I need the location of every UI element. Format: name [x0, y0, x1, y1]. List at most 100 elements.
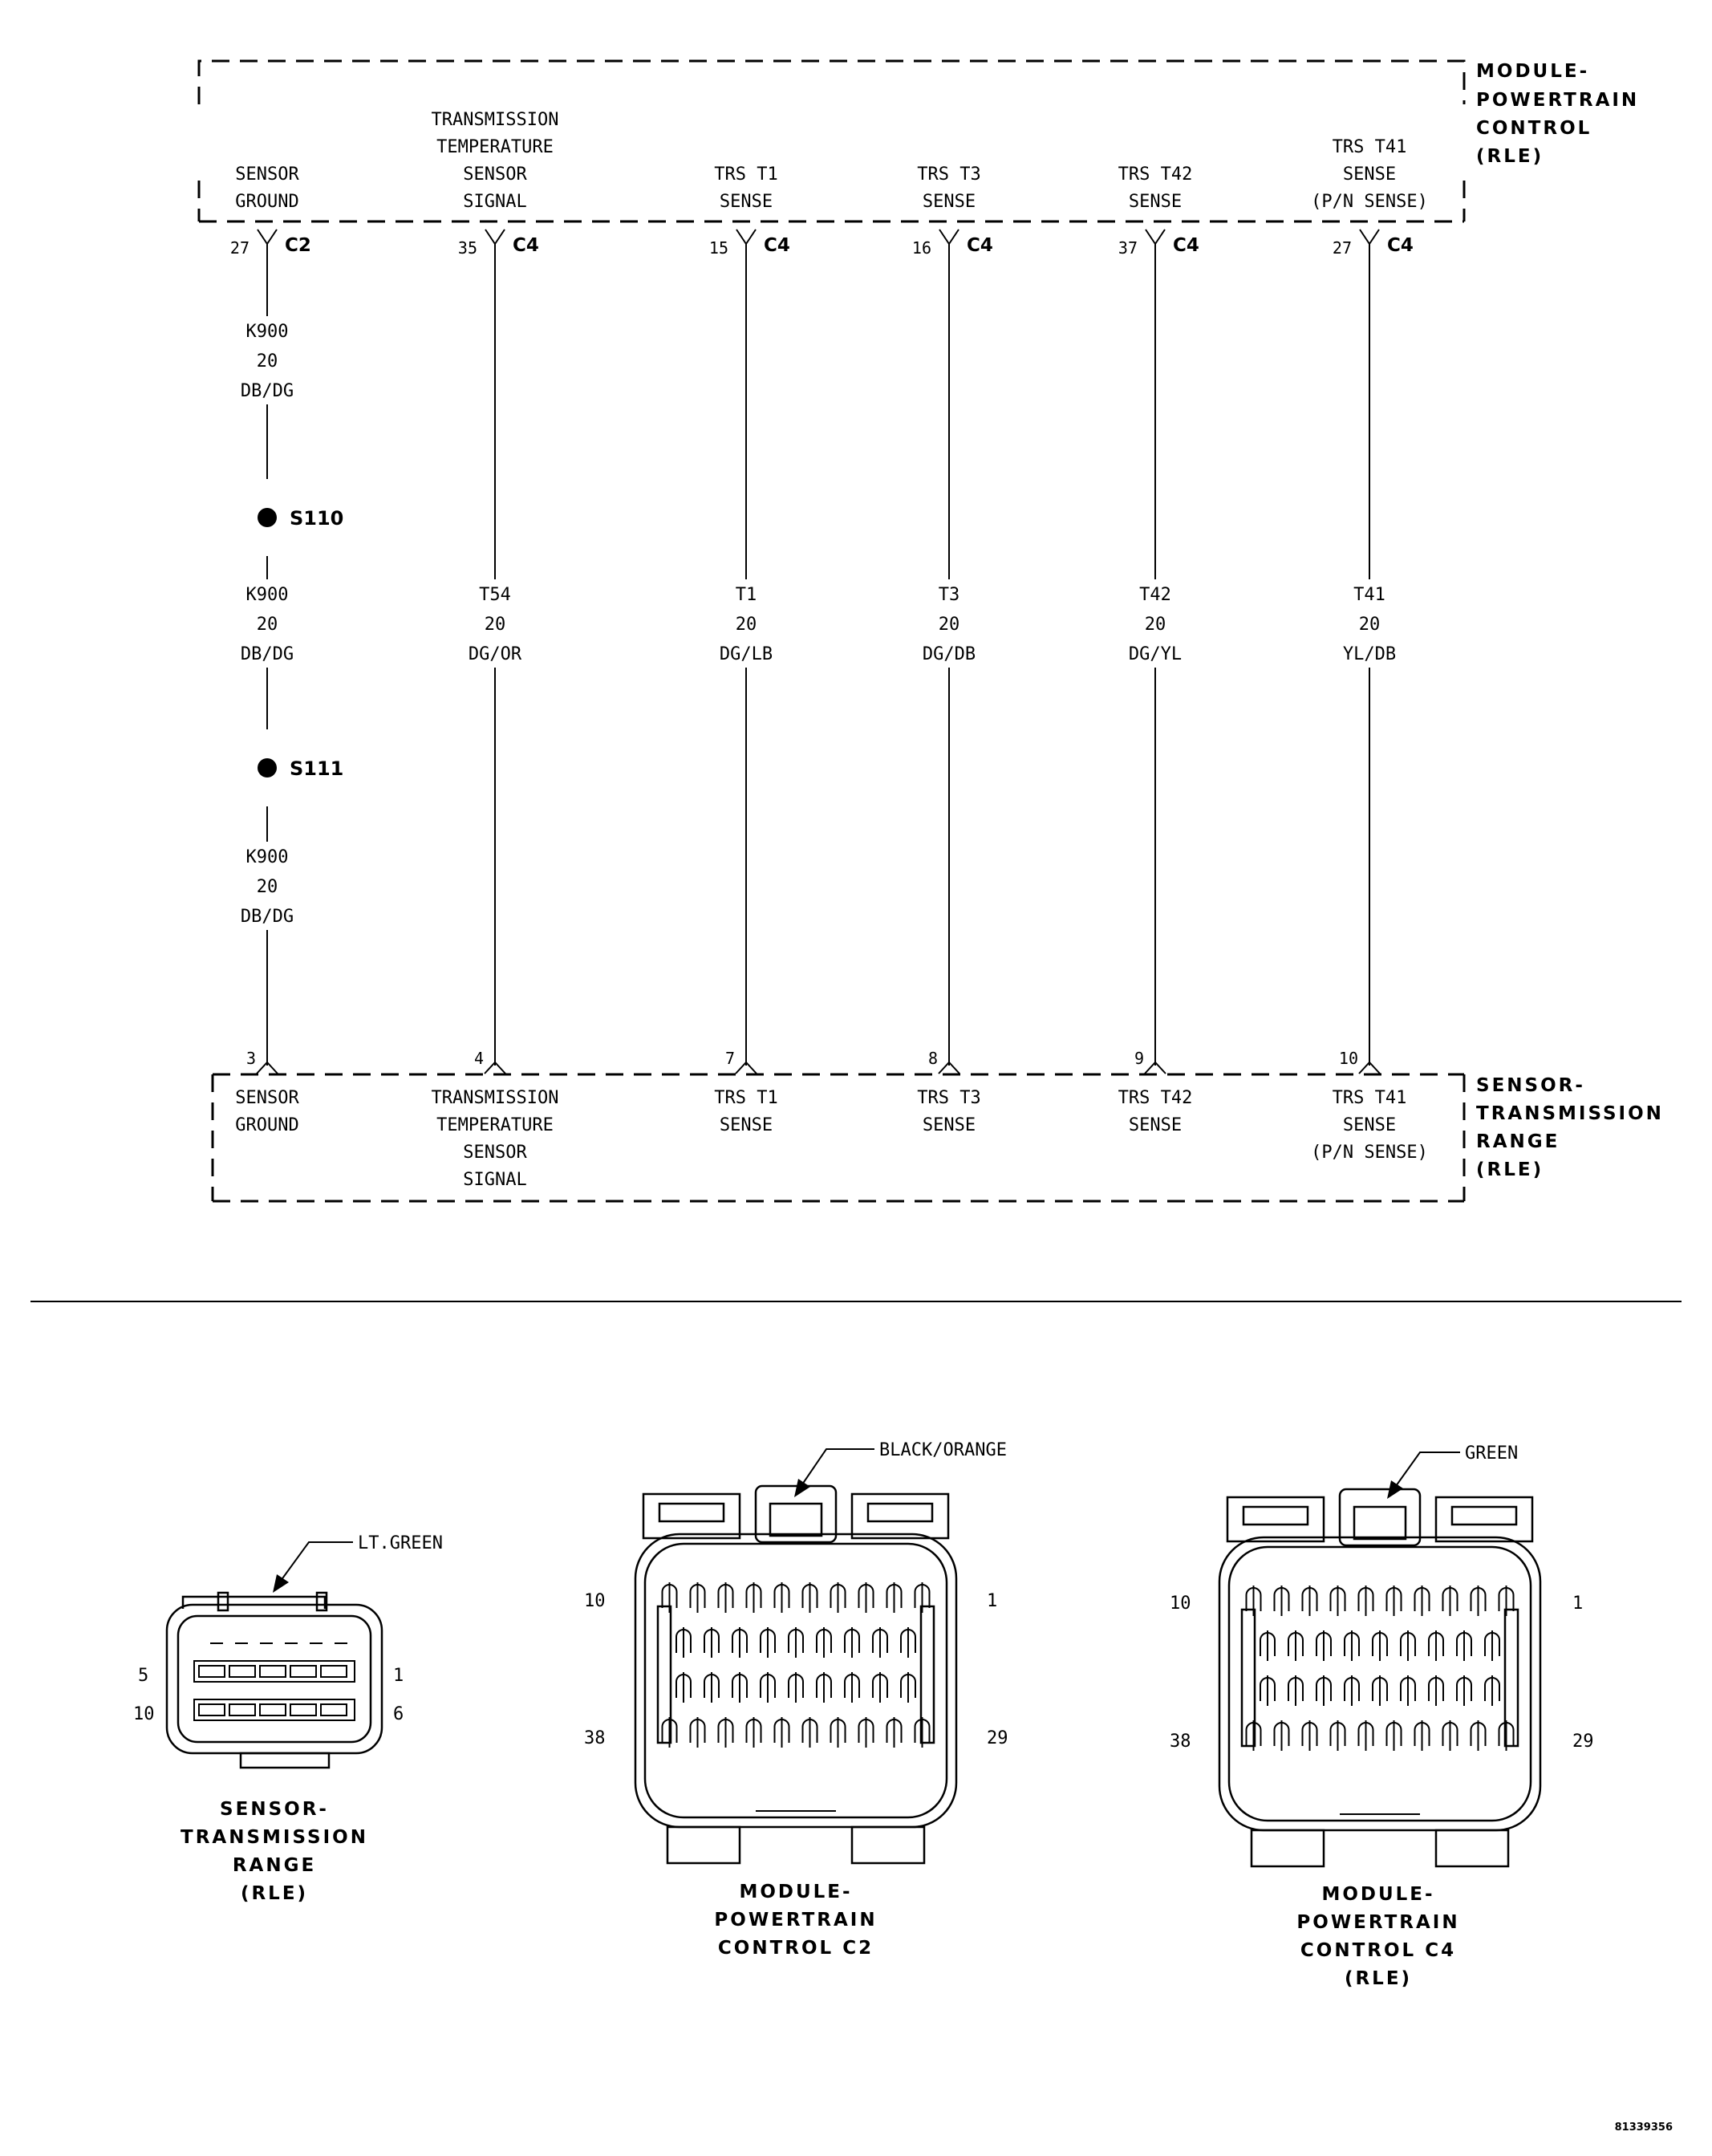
sensor-box-title-2: TRANSMISSION	[1476, 1103, 1664, 1124]
pcm-pin-label: (P/N SENSE)	[1311, 192, 1428, 212]
pin-label-bottom-right: 29	[987, 1728, 1008, 1748]
pcm-pin-number: 37	[1118, 238, 1138, 258]
pin-label-top-left: 10	[1170, 1594, 1191, 1614]
pcm-pin-label: TRANSMISSION	[432, 110, 559, 130]
sensor-pin-number: 8	[928, 1049, 938, 1068]
housing-outer	[634, 1533, 958, 1829]
latch-window	[866, 1502, 934, 1523]
splice-label: S110	[290, 507, 343, 530]
sensor-pin-label: TRS T42	[1118, 1088, 1193, 1108]
connector-pcm-c2: BLACK/ORANGE 10 1 38 29 MODULE- POWERTRA…	[584, 1440, 1008, 1959]
wire-label: 20	[485, 615, 506, 635]
cavity	[198, 1665, 225, 1678]
cavity	[198, 1703, 225, 1716]
cavity	[320, 1703, 347, 1716]
pcm-box-title-1: MODULE-	[1476, 61, 1589, 82]
connector-terminal-icon	[1145, 229, 1166, 255]
wire-label: T42	[1139, 585, 1171, 605]
sensor-pin-label: GROUND	[235, 1115, 298, 1135]
lock-tab	[754, 1484, 838, 1544]
latch-window	[1450, 1505, 1518, 1526]
splice-dot-icon	[258, 508, 277, 527]
color-callout: BLACK/ORANGE	[794, 1440, 1007, 1497]
wire-label: 20	[1359, 615, 1381, 635]
color-callout: GREEN	[1387, 1443, 1518, 1499]
wire-label: DB/DG	[241, 381, 294, 401]
housing-outer	[1218, 1536, 1542, 1832]
latch-window	[1242, 1505, 1309, 1526]
connector-caption-3: CONTROL C2	[718, 1938, 874, 1959]
pin-label-top-right: 1	[393, 1666, 404, 1686]
wire-label: DG/OR	[469, 644, 522, 664]
sensor-pin-label: SENSOR	[463, 1143, 527, 1163]
wire-label: 20	[1145, 615, 1166, 635]
pcm-connector-id: C4	[1173, 235, 1199, 256]
wire-label: 20	[736, 615, 757, 635]
cavity	[290, 1703, 317, 1716]
pcm-pin-label: SENSE	[1129, 192, 1182, 212]
connector-sensor-transmission-range: LT.GREEN 5 1 10 6 SENSOR- TRANSMISSION R…	[133, 1533, 443, 1904]
connector-terminal-icon	[257, 229, 278, 255]
pcm-pin-number: 27	[230, 238, 249, 258]
pcm-box-title-4: (RLE)	[1476, 146, 1544, 167]
connector-caption-1: SENSOR-	[220, 1799, 329, 1820]
pcm-box: MODULE- POWERTRAIN CONTROL (RLE)	[197, 59, 1637, 223]
housing-inner	[643, 1542, 948, 1819]
pcm-pin-label: SENSE	[1343, 164, 1396, 185]
pcm-connector-id: C4	[513, 235, 539, 256]
pcm-pin-label: SENSE	[720, 192, 773, 212]
pcm-connector-id: C4	[1387, 235, 1414, 256]
pcm-pin-label: TRS T1	[714, 164, 777, 185]
connector-terminal-icon	[735, 1061, 757, 1074]
connector-caption-2: POWERTRAIN	[1296, 1912, 1459, 1933]
latch-tab	[642, 1492, 741, 1540]
pin-label-top-right: 1	[987, 1591, 997, 1611]
connector-terminal-icon	[1358, 1061, 1381, 1074]
connector-terminal-icon	[485, 229, 505, 255]
wire-label: 20	[257, 877, 278, 897]
sensor-pin-label: SENSE	[1343, 1115, 1396, 1135]
pin-label-top-left: 5	[138, 1666, 148, 1686]
pcm-pin-label: TRS T42	[1118, 164, 1193, 185]
sensor-pin-number: 4	[474, 1049, 484, 1068]
pcm-pin-label: TRS T3	[917, 164, 980, 185]
wire-label: DG/YL	[1129, 644, 1182, 664]
pin-label-bottom-right: 6	[393, 1704, 404, 1724]
bottom-tab	[1250, 1829, 1325, 1868]
wire-label: T3	[939, 585, 960, 605]
sensor-pin-label: SIGNAL	[463, 1170, 526, 1190]
connector-terminal-icon	[256, 1061, 278, 1074]
wire-label: DB/DG	[241, 907, 294, 927]
connector-color-label: LT.GREEN	[358, 1533, 443, 1553]
connector-color-label: GREEN	[1465, 1443, 1518, 1464]
schematic: MODULE- POWERTRAIN CONTROL (RLE) SENSOR-…	[197, 59, 1664, 1203]
pcm-pin-label: SENSOR	[235, 164, 299, 185]
sensor-pin-label: SENSE	[923, 1115, 976, 1135]
sensor-box-title-1: SENSOR-	[1476, 1075, 1585, 1096]
pcm-pin-label: TRS T41	[1333, 137, 1407, 157]
sensor-pin-label: (P/N SENSE)	[1311, 1143, 1428, 1163]
wire-label: YL/DB	[1343, 644, 1396, 664]
housing-inner	[1227, 1545, 1532, 1822]
connector-terminal-icon	[939, 229, 959, 255]
sensor-box-title-3: RANGE	[1476, 1131, 1560, 1152]
sensor-pin-label: TRS T1	[714, 1088, 777, 1108]
latch-tab	[1226, 1496, 1325, 1543]
connector-cavities	[193, 1660, 355, 1721]
connector-terminal-icon	[484, 1061, 506, 1074]
latch-tab	[1434, 1496, 1534, 1543]
pcm-connector-id: C4	[967, 235, 993, 256]
connector-terminal-icon	[1144, 1061, 1166, 1074]
bottom-tab	[1434, 1829, 1510, 1868]
connector-caption-4: (RLE)	[241, 1883, 308, 1904]
sensor-pin-label: TEMPERATURE	[436, 1115, 554, 1135]
cavity	[259, 1703, 286, 1716]
wire-label: K900	[246, 322, 289, 342]
